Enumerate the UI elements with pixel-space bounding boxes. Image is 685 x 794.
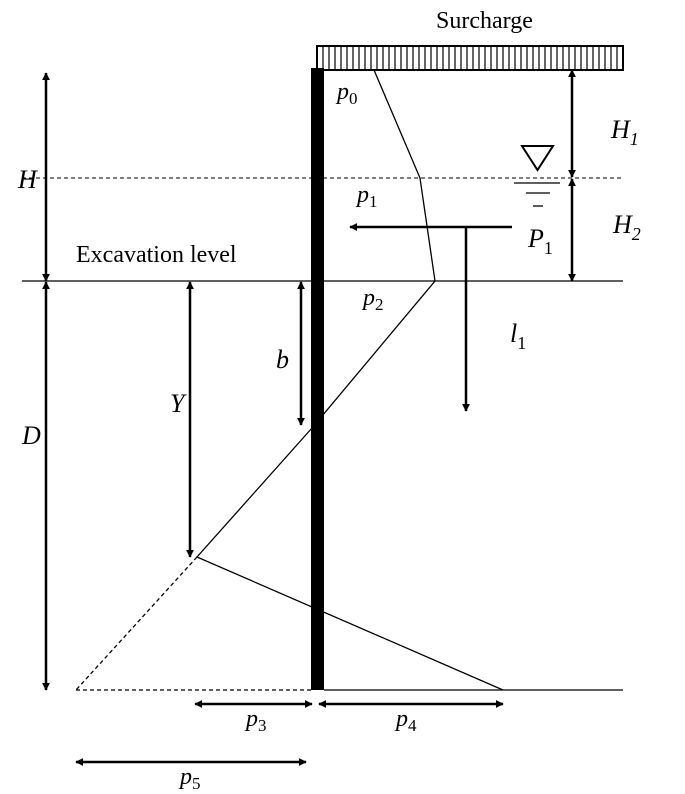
label-D: D [21, 421, 41, 450]
label-p3: p3 [244, 706, 267, 735]
label-p2: p2 [361, 285, 384, 314]
label-b: b [276, 345, 289, 374]
label-p4: p4 [394, 706, 417, 735]
surcharge-load [316, 45, 624, 71]
label-Y: Y [170, 389, 187, 418]
label-H1: H1 [610, 115, 639, 149]
label-p5: p5 [178, 764, 201, 793]
active-pressure-profile [311, 69, 436, 429]
label-H2: H2 [612, 210, 641, 244]
label-p0: p0 [335, 79, 358, 108]
water-table-symbol [514, 145, 560, 207]
passive-pressure-profile [195, 427, 504, 691]
label-P1: P1 [527, 224, 553, 258]
surcharge-label: Surcharge [436, 8, 533, 34]
label-H: H [17, 165, 38, 194]
label-p1: p1 [355, 182, 378, 211]
sheet-pile-wall [311, 68, 324, 690]
label-l1: l1 [510, 319, 526, 353]
excavation-level-label: Excavation level [76, 242, 237, 268]
passive-pressure-dashed [75, 556, 198, 691]
